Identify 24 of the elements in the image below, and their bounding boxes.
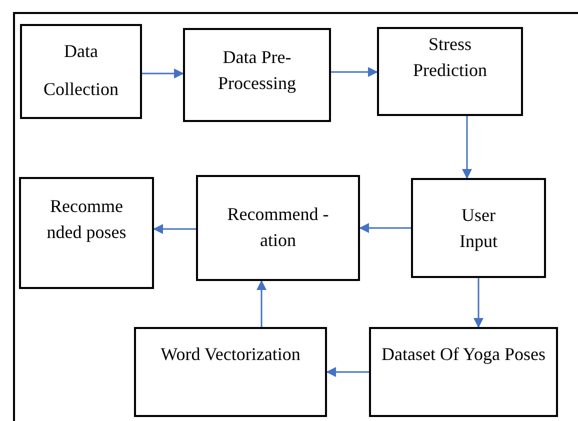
process-box xyxy=(20,24,142,119)
box-label: Dataset Of Yoga Poses xyxy=(382,343,546,366)
process-box xyxy=(196,175,360,281)
arrow xyxy=(462,116,472,179)
arrow xyxy=(142,68,184,78)
arrow xyxy=(331,67,378,77)
process-box xyxy=(183,28,331,122)
box-label: Recommend -ation xyxy=(226,203,330,252)
process-box xyxy=(19,177,154,289)
arrow xyxy=(359,223,411,233)
process-box xyxy=(134,327,327,417)
box-label: Stress Prediction xyxy=(412,33,488,82)
process-box xyxy=(377,27,523,116)
process-box xyxy=(411,178,546,278)
arrow xyxy=(256,280,266,327)
arrow xyxy=(474,278,484,328)
box-label: Word Vectorization xyxy=(160,343,300,366)
arrow xyxy=(153,224,196,234)
box-label: Data Collection xyxy=(42,40,120,101)
box-label: Data Pre- Processing xyxy=(217,46,297,95)
process-box xyxy=(369,327,558,417)
arrow xyxy=(326,367,369,377)
box-label: Recomme nded poses xyxy=(46,195,128,244)
box-label: User Input xyxy=(458,204,498,253)
